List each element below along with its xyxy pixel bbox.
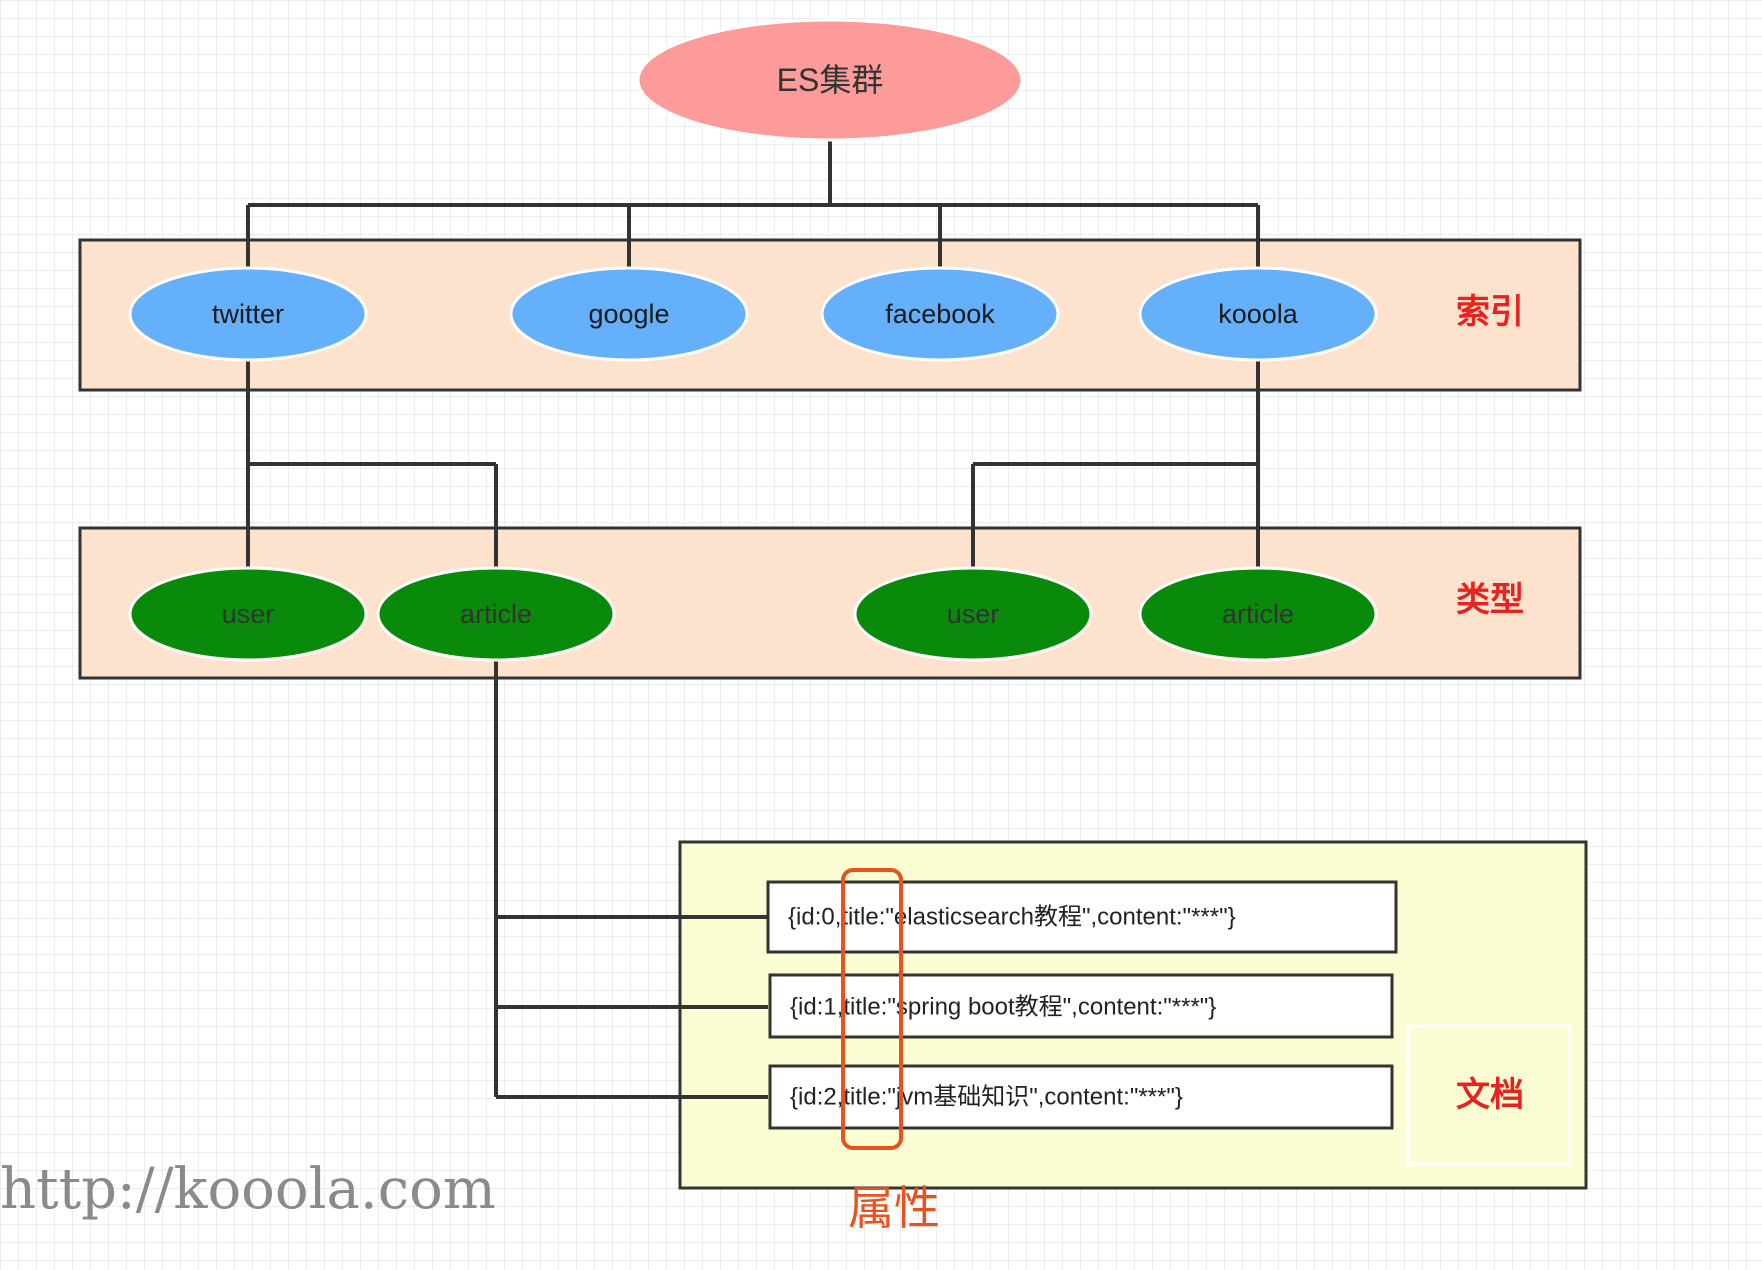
document-text: {id:1,title:"spring boot教程",content:"***…	[790, 994, 1216, 1021]
type-node-article-twitter: article	[376, 566, 616, 662]
type-label: article	[460, 599, 532, 629]
index-node-facebook: facebook	[820, 266, 1060, 362]
index-node-kooola: kooola	[1138, 266, 1378, 362]
root-connectors	[246, 140, 1260, 268]
article-document-connectors	[494, 660, 768, 1099]
index-label: twitter	[212, 299, 284, 329]
index-label: google	[588, 299, 669, 329]
document-label-box	[1406, 1024, 1572, 1166]
type-label: article	[1222, 599, 1294, 629]
document-row: {id:2,title:"jvm基础知识",content:"***"}	[768, 1064, 1394, 1130]
es-cluster-label: ES集群	[777, 62, 884, 98]
twitter-type-connectors	[246, 360, 498, 568]
index-label: facebook	[885, 299, 995, 329]
document-row: {id:1,title:"spring boot教程",content:"***…	[768, 973, 1394, 1039]
document-section-label: 文档	[1456, 1075, 1524, 1115]
watermark-url: http://kooola.com	[0, 1157, 496, 1222]
type-node-article-kooola: article	[1138, 566, 1378, 662]
type-node-user-twitter: user	[128, 566, 368, 662]
type-node-user-kooola: user	[853, 566, 1093, 662]
index-section-label: 索引	[1456, 292, 1524, 332]
attribute-label: 属性	[848, 1181, 940, 1235]
document-text: {id:2,title:"jvm基础知识",content:"***"}	[790, 1084, 1183, 1111]
document-row: {id:0,title:"elasticsearch教程",content:"*…	[766, 880, 1398, 954]
es-cluster-node: ES集群	[636, 18, 1024, 142]
type-label: user	[222, 599, 275, 629]
index-node-twitter: twitter	[128, 266, 368, 362]
type-section-label: 类型	[1456, 580, 1524, 620]
kooola-type-connectors	[971, 360, 1260, 568]
type-label: user	[947, 599, 1000, 629]
index-label: kooola	[1218, 299, 1299, 329]
attribute-highlight-box	[841, 868, 903, 1150]
index-node-google: google	[509, 266, 749, 362]
document-text: {id:0,title:"elasticsearch教程",content:"*…	[788, 904, 1236, 931]
